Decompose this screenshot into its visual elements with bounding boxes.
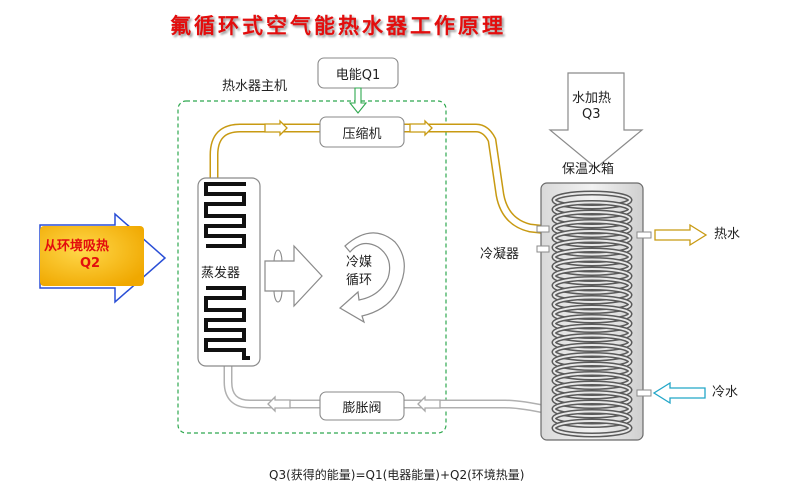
hot-water-stub bbox=[636, 231, 652, 239]
coil-ring bbox=[553, 391, 631, 408]
energy-formula: Q3(获得的能量)=Q1(电器能量)+Q2(环境热量) bbox=[269, 468, 525, 482]
coil-ring bbox=[553, 325, 631, 341]
coil-ring bbox=[553, 353, 631, 370]
expansion-valve-label: 膨胀阀 bbox=[342, 400, 382, 416]
expansion-valve-box bbox=[319, 391, 405, 421]
coil-ring bbox=[553, 249, 631, 265]
evaporator-coil bbox=[204, 182, 250, 360]
refrigerant-cycle-label-1: 冷媒 bbox=[346, 255, 373, 270]
water-heat-label-2: Q3 bbox=[582, 107, 601, 122]
tank-label: 保温水箱 bbox=[562, 162, 615, 177]
host-unit-border bbox=[177, 100, 447, 434]
evaporator-label: 蒸发器 bbox=[201, 266, 241, 281]
ambient-heat-label-1: 从环境吸热 bbox=[44, 239, 110, 254]
host-unit-label: 热水器主机 bbox=[222, 79, 288, 94]
hot-flow-arrow-1 bbox=[264, 119, 288, 137]
condenser-coil bbox=[551, 190, 633, 438]
coil-ring bbox=[553, 363, 631, 379]
coil-ring bbox=[553, 230, 631, 246]
coil-ring bbox=[553, 410, 631, 427]
coil-ring bbox=[553, 201, 631, 218]
ambient-arrow-outline bbox=[39, 212, 167, 304]
cold-pipe-inner bbox=[225, 359, 551, 413]
refrigerant-cycle-label-2: 循环 bbox=[346, 273, 373, 288]
cold-water-label: 冷水 bbox=[712, 385, 739, 400]
condenser-label: 冷凝器 bbox=[480, 247, 520, 262]
coil-ring bbox=[553, 334, 631, 351]
coil-ring bbox=[553, 420, 631, 436]
water-heat-arrow bbox=[548, 72, 644, 169]
coil-ring bbox=[553, 239, 631, 256]
coil-ring bbox=[553, 315, 631, 332]
diagram-title: 氟循环式空气能热水器工作原理 bbox=[170, 14, 506, 38]
coil-ring bbox=[553, 277, 631, 294]
cold-flow-arrow-2 bbox=[267, 395, 291, 413]
coil-ring bbox=[553, 192, 631, 208]
coil-ring bbox=[553, 401, 631, 417]
airflow-arrow bbox=[264, 244, 323, 308]
coil-ring bbox=[553, 372, 631, 389]
condenser-inlet-stub bbox=[536, 225, 550, 233]
compressor-box bbox=[319, 116, 405, 148]
compressor-label: 压缩机 bbox=[342, 126, 382, 142]
coil-ring bbox=[553, 287, 631, 303]
coil-ring bbox=[553, 268, 631, 284]
power-arrow bbox=[348, 87, 368, 114]
hot-pipe-inner bbox=[211, 125, 551, 233]
ambient-heat-label-2: Q2 bbox=[80, 256, 101, 271]
coil-ring bbox=[553, 220, 631, 237]
coil-ring bbox=[553, 211, 631, 227]
hot-flow-arrow-2 bbox=[409, 119, 433, 137]
power-label: 电能Q1 bbox=[335, 67, 381, 83]
refrigerant-cycle-arrow bbox=[338, 232, 405, 324]
ambient-heat-fill bbox=[40, 226, 144, 286]
coil-ring bbox=[553, 306, 631, 322]
hot-water-arrow bbox=[654, 223, 708, 247]
cold-water-arrow bbox=[652, 381, 706, 405]
water-heat-label-1: 水加热 bbox=[572, 91, 612, 106]
cold-flow-arrow-1 bbox=[417, 395, 441, 413]
cold-water-stub bbox=[636, 389, 652, 397]
hot-water-label: 热水 bbox=[714, 227, 741, 242]
coil-ring bbox=[553, 344, 631, 360]
coil-ring bbox=[553, 258, 631, 275]
coil-ring bbox=[553, 296, 631, 313]
coil-ring bbox=[553, 382, 631, 398]
condenser-outlet-stub bbox=[536, 245, 550, 253]
